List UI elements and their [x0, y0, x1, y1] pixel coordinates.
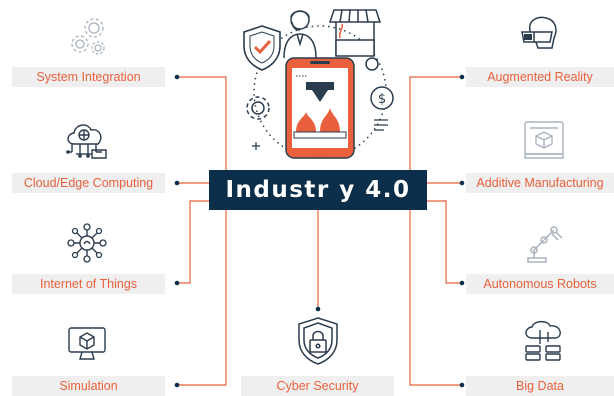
gears-icon [71, 18, 105, 55]
monitor-cube-icon [68, 327, 106, 360]
shield-check-icon [243, 25, 281, 71]
label-internet-of-things: Internet of Things [12, 274, 165, 294]
iot-hub-icon [67, 223, 107, 263]
support-person-icon [283, 10, 317, 59]
svg-text:$: $ [378, 92, 386, 107]
dollar-coin-icon: $ [370, 86, 394, 110]
connector-dot [174, 382, 180, 388]
title-banner: Industr y 4.0 [209, 170, 427, 210]
page-title: Industr y 4.0 [225, 177, 411, 203]
label-simulation: Simulation [12, 376, 165, 396]
label-big-data: Big Data [466, 376, 614, 396]
connector-dot [459, 74, 465, 80]
sparkle-icon [252, 142, 260, 150]
label-cloud-edge-computing: Cloud/Edge Computing [12, 173, 165, 193]
3d-printer-icon [524, 121, 564, 159]
connector-robots [427, 200, 462, 284]
label-system-integration: System Integration [12, 67, 165, 87]
gear-icon [246, 96, 270, 120]
document-icon [374, 119, 388, 131]
shield-lock-icon [298, 317, 338, 365]
label-additive-manufacturing: Additive Manufacturing [466, 173, 614, 193]
cloud-network-icon [66, 124, 107, 159]
connector-system-simulation [177, 76, 227, 386]
label-autonomous-robots: Autonomous Robots [466, 274, 614, 294]
market-stall-icon [328, 9, 382, 71]
connector-dot [459, 280, 465, 286]
central-illustration: $ [243, 9, 394, 159]
label-augmented-reality: Augmented Reality [466, 67, 614, 87]
connector-ar-bigdata [409, 76, 462, 386]
connector-dot [174, 74, 180, 80]
connector-dot [459, 382, 465, 388]
label-cyber-security: Cyber Security [241, 376, 394, 396]
vr-headset-icon [521, 16, 557, 49]
robot-arm-icon [527, 226, 563, 263]
smartphone-icon [285, 57, 355, 159]
cloud-database-icon [525, 320, 561, 361]
connector-dot [174, 280, 180, 286]
connector-dot [459, 180, 465, 186]
connector-dot [174, 180, 180, 186]
connector-iot [177, 200, 209, 284]
connector-dot [315, 306, 321, 312]
